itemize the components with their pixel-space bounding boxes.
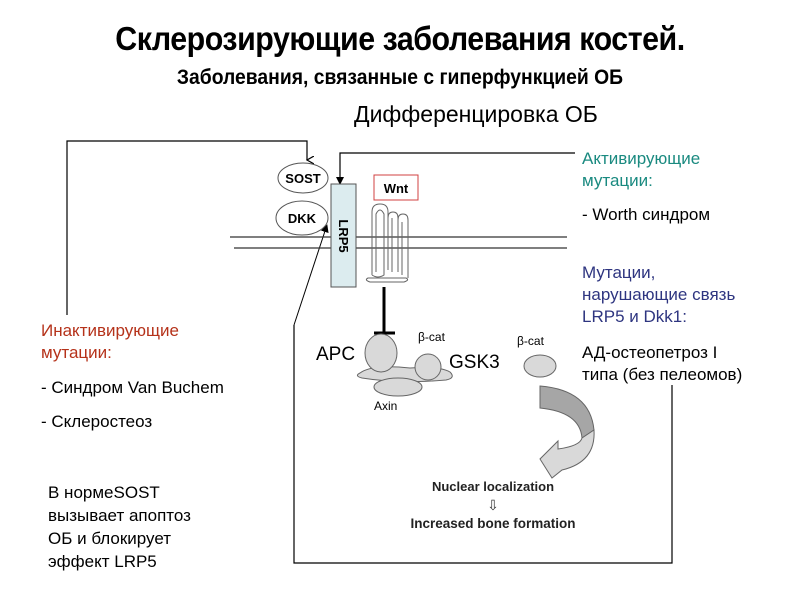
connector-inactivating-to-sost	[66, 140, 307, 315]
lrp5-receptor	[330, 183, 357, 288]
disrupting-mutation-item: АД-остеопетроз I типа (без пелеомов)	[582, 342, 742, 386]
disrupting-item-line: типа (без пелеомов)	[582, 365, 743, 384]
beta-cat-label-1: β-cat	[418, 330, 446, 344]
gsk3-label: GSK3	[449, 352, 500, 373]
wnt-box	[373, 174, 419, 201]
disrupting-item-line: АД-остеопетроз I	[582, 343, 718, 362]
sost-ellipse	[277, 162, 329, 194]
axin-label: Axin	[374, 399, 397, 413]
dkk-ellipse	[275, 200, 329, 236]
gsk3-ellipse	[414, 353, 442, 381]
beta-cat-label-2: β-cat	[517, 334, 545, 348]
axin-ellipse	[373, 377, 423, 397]
note-line: ОБ и блокирует	[48, 529, 172, 548]
note-line: эффект LRP5	[48, 552, 157, 571]
free-beta-catenin-ellipse	[523, 354, 557, 378]
activating-heading-line: мутации:	[582, 171, 653, 190]
diagram-heading: Дифференцировка ОБ	[354, 101, 598, 127]
inactivating-mutations-heading: Инактивирующие мутации:	[41, 320, 179, 364]
dkk-label: DKK	[288, 211, 317, 226]
note-line: вызывает апоптоз	[48, 506, 191, 525]
down-arrow-glyph: ⇩	[487, 497, 499, 513]
inactivating-heading-line: Инактивирующие	[41, 321, 179, 340]
slide-subtitle: Заболевания, связанные с гиперфункцией О…	[176, 66, 624, 89]
connector-to-dkk	[293, 224, 329, 326]
sost-label: SOST	[285, 171, 320, 186]
disrupting-heading-line: нарушающие связь	[582, 285, 736, 304]
nuclear-translocation-arrow-light	[539, 429, 595, 479]
note-line: В нормеSOST	[48, 483, 160, 502]
activating-mutation-item: - Worth синдром	[582, 205, 711, 224]
nuclear-translocation-arrow-dark	[539, 385, 595, 439]
slide-title: Склерозирующие заболевания костей.	[115, 20, 685, 57]
sost-normal-function-note: В нормеSOST вызывает апоптоз ОБ и блокир…	[48, 481, 191, 573]
disrupting-heading-line: LRP5 и Dkk1:	[582, 307, 687, 326]
disrupting-mutations-heading: Мутации, нарушающие связь LRP5 и Dkk1:	[582, 262, 735, 328]
inactivating-heading-line: мутации:	[41, 343, 112, 362]
disrupting-heading-line: Мутации,	[582, 263, 656, 282]
apc-ellipse	[364, 333, 398, 373]
inactivating-item-van-buchem: - Синдром Van Buchem	[41, 378, 224, 397]
apc-label: APC	[316, 344, 355, 365]
connector-disrupting-box	[293, 325, 673, 564]
connector-activating-to-lrp5	[336, 152, 575, 185]
wnt-label: Wnt	[384, 181, 409, 196]
activating-mutations-heading: Активирующие мутации:	[582, 148, 700, 192]
increased-bone-formation-label: Increased bone formation	[410, 516, 575, 531]
frizzled-receptor	[365, 203, 409, 283]
activating-heading-line: Активирующие	[582, 149, 701, 168]
nuclear-localization-label: Nuclear localization	[432, 479, 554, 494]
lrp5-label: LRP5	[336, 219, 351, 252]
inactivating-item-sclerosteosis: - Склеростеоз	[41, 412, 153, 431]
